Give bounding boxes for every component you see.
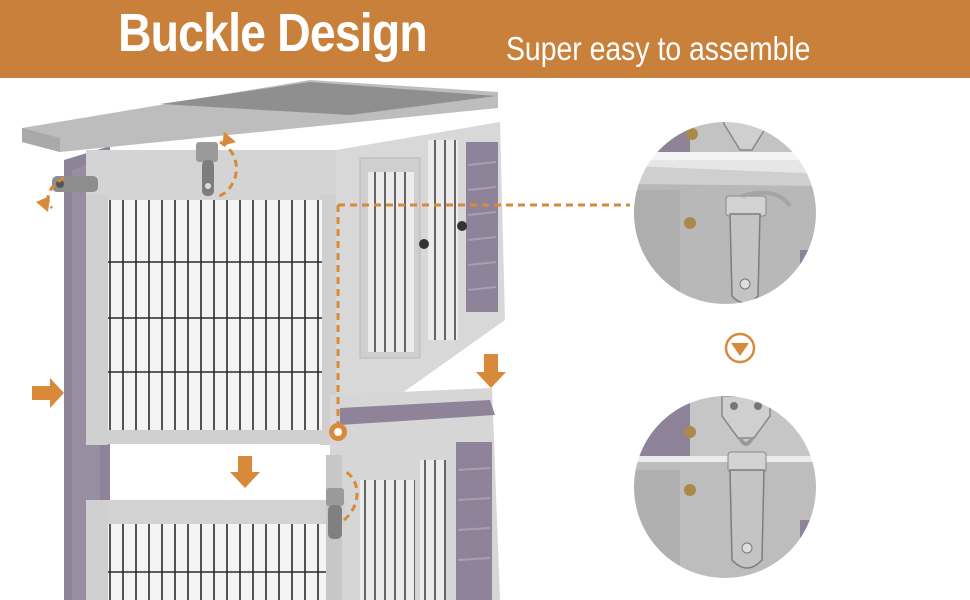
latch-closed-detail [632,394,818,580]
upper-side-window [368,172,414,352]
arrow-right-icon [32,378,64,408]
latch-icon [196,142,218,196]
upper-purple-door [466,142,498,312]
latch-icon [52,176,98,192]
arrow-curve-icon [36,196,50,212]
rabbit-hutch-image [22,80,630,600]
page-subtitle: Super easy to assemble [506,30,811,67]
latch-icon [326,488,344,539]
arrow-curve-icon [222,132,236,146]
lower-mesh-door [108,524,330,600]
lower-purple-top [340,400,495,425]
latch-open-detail [632,120,818,306]
arrow-down-icon [476,354,506,388]
header-banner: Buckle Design Super easy to assemble [0,0,970,78]
arrow-down-icon [230,456,260,488]
page-title: Buckle Design [118,3,428,63]
chevron-down-circle-icon [724,332,756,364]
